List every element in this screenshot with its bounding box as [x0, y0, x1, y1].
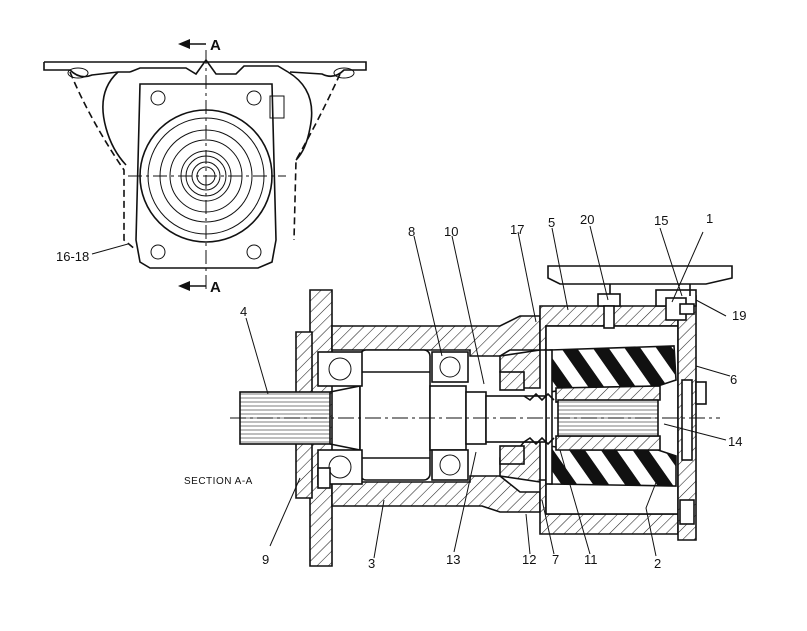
callout-1: 1	[706, 211, 713, 226]
section-caption: SECTION A-A	[184, 476, 253, 487]
callout-9: 9	[262, 552, 269, 567]
section-view	[230, 265, 733, 567]
callout-17: 17	[510, 222, 524, 237]
end-view	[43, 39, 367, 291]
section-mark-top: A	[210, 37, 221, 54]
callout-2: 2	[654, 556, 661, 571]
callout-10: 10	[444, 224, 458, 239]
bearing-inner	[431, 351, 469, 481]
callout-11: 11	[584, 552, 598, 567]
bearing-outer	[317, 351, 363, 485]
section-mark-bottom: A	[210, 279, 221, 296]
callout-5: 5	[548, 215, 555, 230]
callout-16-18: 16-18	[56, 249, 89, 264]
callout-20: 20	[580, 212, 594, 227]
callout-13: 13	[446, 552, 460, 567]
callout-7: 7	[552, 552, 559, 567]
callout-12: 12	[522, 552, 536, 567]
callout-3: 3	[368, 556, 375, 571]
callout-8: 8	[408, 224, 415, 239]
callout-4: 4	[240, 304, 247, 319]
leader-lines	[91, 225, 731, 559]
callout-14: 14	[728, 434, 742, 449]
callout-6: 6	[730, 372, 737, 387]
callout-15: 15	[654, 213, 668, 228]
callout-19: 19	[732, 308, 746, 323]
